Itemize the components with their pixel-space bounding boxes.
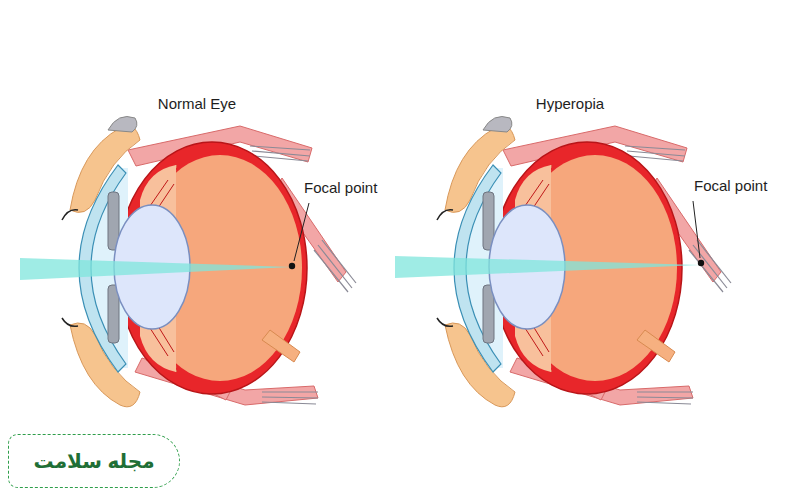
eye-heading: Normal Eye: [158, 95, 236, 113]
focal-point-label: Focal point: [694, 177, 767, 195]
focal-point-label: Focal point: [304, 179, 377, 197]
eye-heading: Hyperopia: [536, 95, 604, 113]
watermark-box: مجله سلامت: [8, 434, 180, 488]
watermark-text: مجله سلامت: [33, 449, 154, 473]
